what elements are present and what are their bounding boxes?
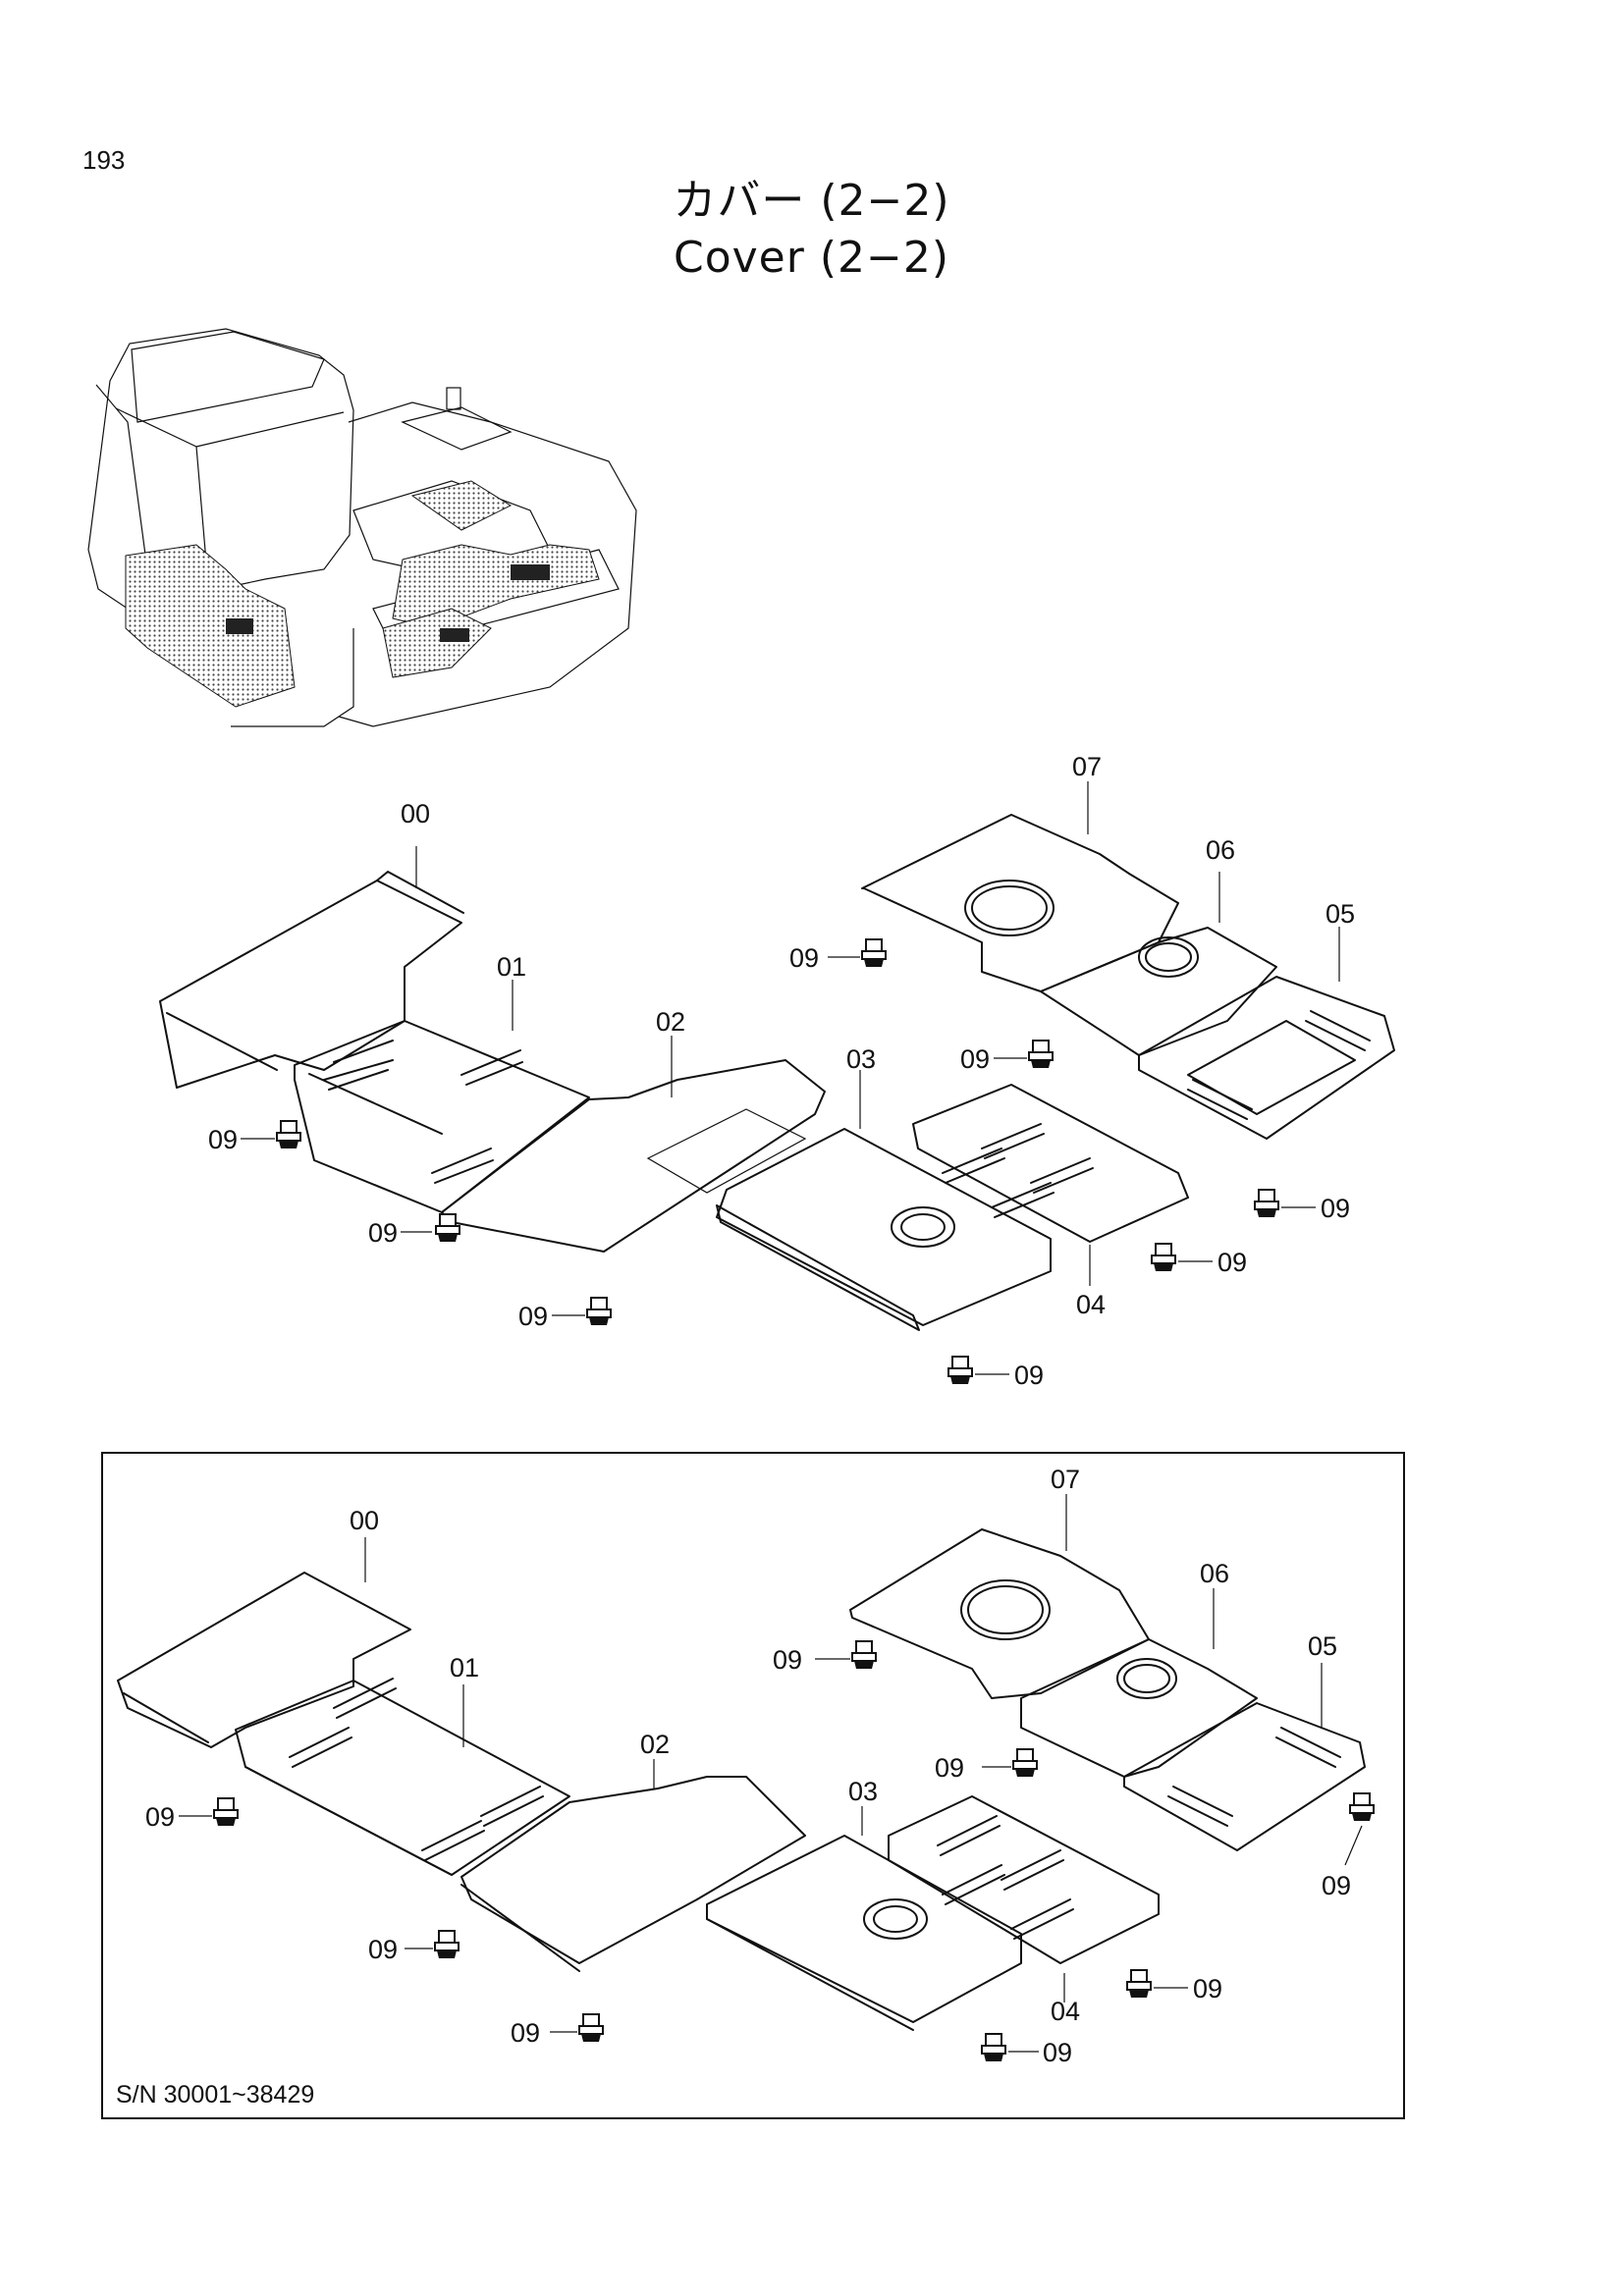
callout-07: 07 (1072, 752, 1102, 781)
callout-06: 06 (1200, 1559, 1229, 1588)
upper-callouts: 00 01 02 03 04 05 06 07 09 09 09 09 09 0… (208, 752, 1355, 1390)
callout-02: 02 (656, 1007, 685, 1037)
title-english: Cover (2−2) (673, 233, 949, 283)
bolt-icon (435, 1213, 460, 1243)
bolt-icon (1028, 1040, 1054, 1069)
callout-00: 00 (350, 1506, 379, 1535)
callout-01: 01 (450, 1653, 479, 1682)
callout-09: 09 (935, 1753, 964, 1783)
callout-02: 02 (640, 1730, 670, 1759)
upper-leader-lines (241, 781, 1340, 1375)
callout-09: 09 (789, 943, 819, 973)
callout-03: 03 (846, 1044, 876, 1074)
upper-exploded-view (159, 814, 1395, 1385)
serial-range-inset-frame (101, 1452, 1405, 2119)
bolt-icon (1151, 1243, 1176, 1272)
callout-06: 06 (1206, 835, 1235, 865)
excavator-overview-icon (87, 328, 637, 727)
callout-04: 04 (1051, 1997, 1080, 2026)
bolt-icon (1349, 1792, 1375, 1822)
title-block: カバー (2−2) Cover (2−2) (0, 173, 1623, 287)
callout-05: 05 (1325, 899, 1355, 929)
page-number: 193 (82, 145, 126, 175)
callout-09: 09 (1014, 1361, 1044, 1390)
bolt-icon (1126, 1969, 1152, 1999)
callout-09: 09 (773, 1645, 802, 1675)
callout-09: 09 (960, 1044, 990, 1074)
callout-04: 04 (1076, 1290, 1106, 1319)
bolt-icon (213, 1797, 239, 1827)
bolt-icon (981, 2033, 1006, 2062)
callout-00: 00 (401, 799, 430, 828)
callout-09: 09 (368, 1218, 398, 1248)
bolt-icon (586, 1297, 612, 1326)
bolt-icon (947, 1356, 973, 1385)
bolt-icon (1254, 1189, 1279, 1218)
serial-range-label: S/N 30001~38429 (116, 2081, 314, 2109)
callout-09: 09 (511, 2018, 540, 2048)
callout-09: 09 (1043, 2038, 1072, 2067)
callout-05: 05 (1308, 1631, 1337, 1661)
callout-01: 01 (497, 952, 526, 982)
callout-09: 09 (208, 1125, 238, 1154)
callout-09: 09 (1217, 1248, 1247, 1277)
bolt-icon (851, 1640, 877, 1670)
inset-exploded-view (117, 1528, 1375, 2062)
bolt-icon (578, 2013, 604, 2043)
callout-09: 09 (145, 1802, 175, 1832)
callout-07: 07 (1051, 1465, 1080, 1494)
callout-09: 09 (1321, 1194, 1350, 1223)
bolt-icon (861, 938, 887, 968)
inset-leader-lines (179, 1494, 1363, 2053)
callout-03: 03 (848, 1777, 878, 1806)
callout-09: 09 (368, 1935, 398, 1964)
bolt-icon (1012, 1748, 1038, 1778)
callout-09: 09 (1193, 1974, 1222, 2003)
title-japanese: カバー (2−2) (673, 176, 950, 226)
bolt-icon (434, 1930, 460, 1959)
callout-09: 09 (518, 1302, 548, 1331)
inset-callouts: 00 01 02 03 04 05 06 07 09 09 09 09 09 0… (116, 1465, 1351, 2109)
bolt-icon (276, 1120, 301, 1149)
callout-09: 09 (1322, 1871, 1351, 1900)
